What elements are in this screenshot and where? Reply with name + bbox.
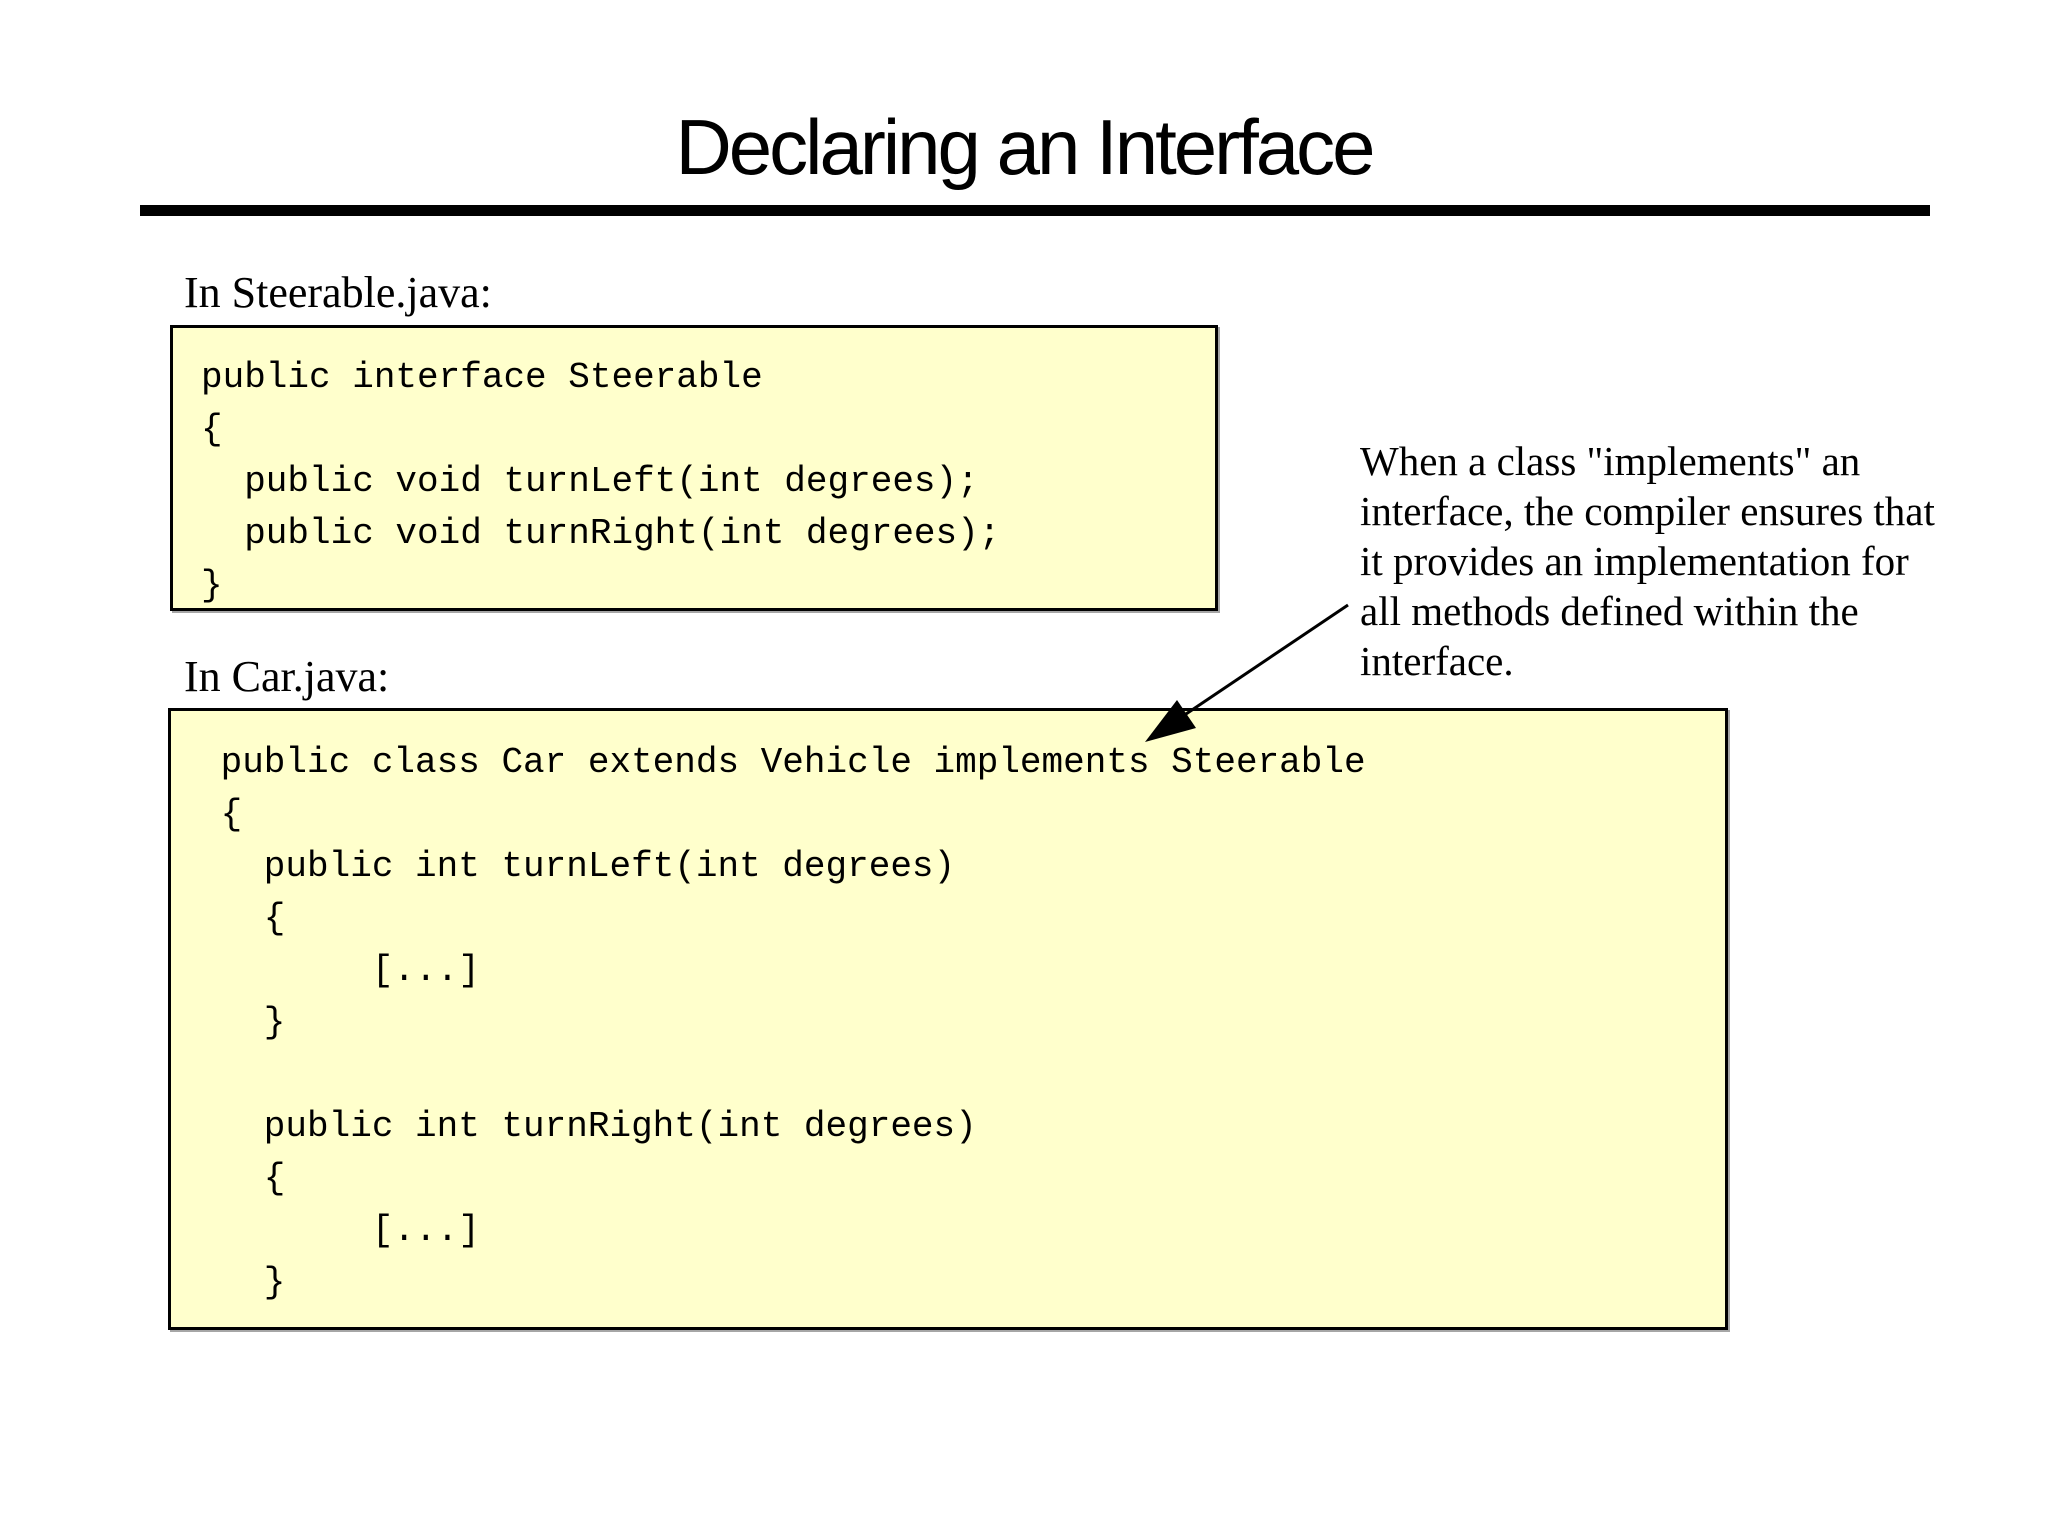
page-title: Declaring an Interface xyxy=(675,103,1375,191)
title-divider xyxy=(140,205,1930,216)
car-file-label: In Car.java: xyxy=(184,652,390,701)
annotation-arrow-line xyxy=(1185,603,1349,716)
implements-annotation-text: When a class "implements" an interface, … xyxy=(1360,438,1935,684)
steerable-file-label: In Steerable.java: xyxy=(184,268,492,317)
steerable-code-box: public interface Steerable { public void… xyxy=(170,325,1218,611)
car-code-box: public class Car extends Vehicle impleme… xyxy=(168,708,1728,1330)
